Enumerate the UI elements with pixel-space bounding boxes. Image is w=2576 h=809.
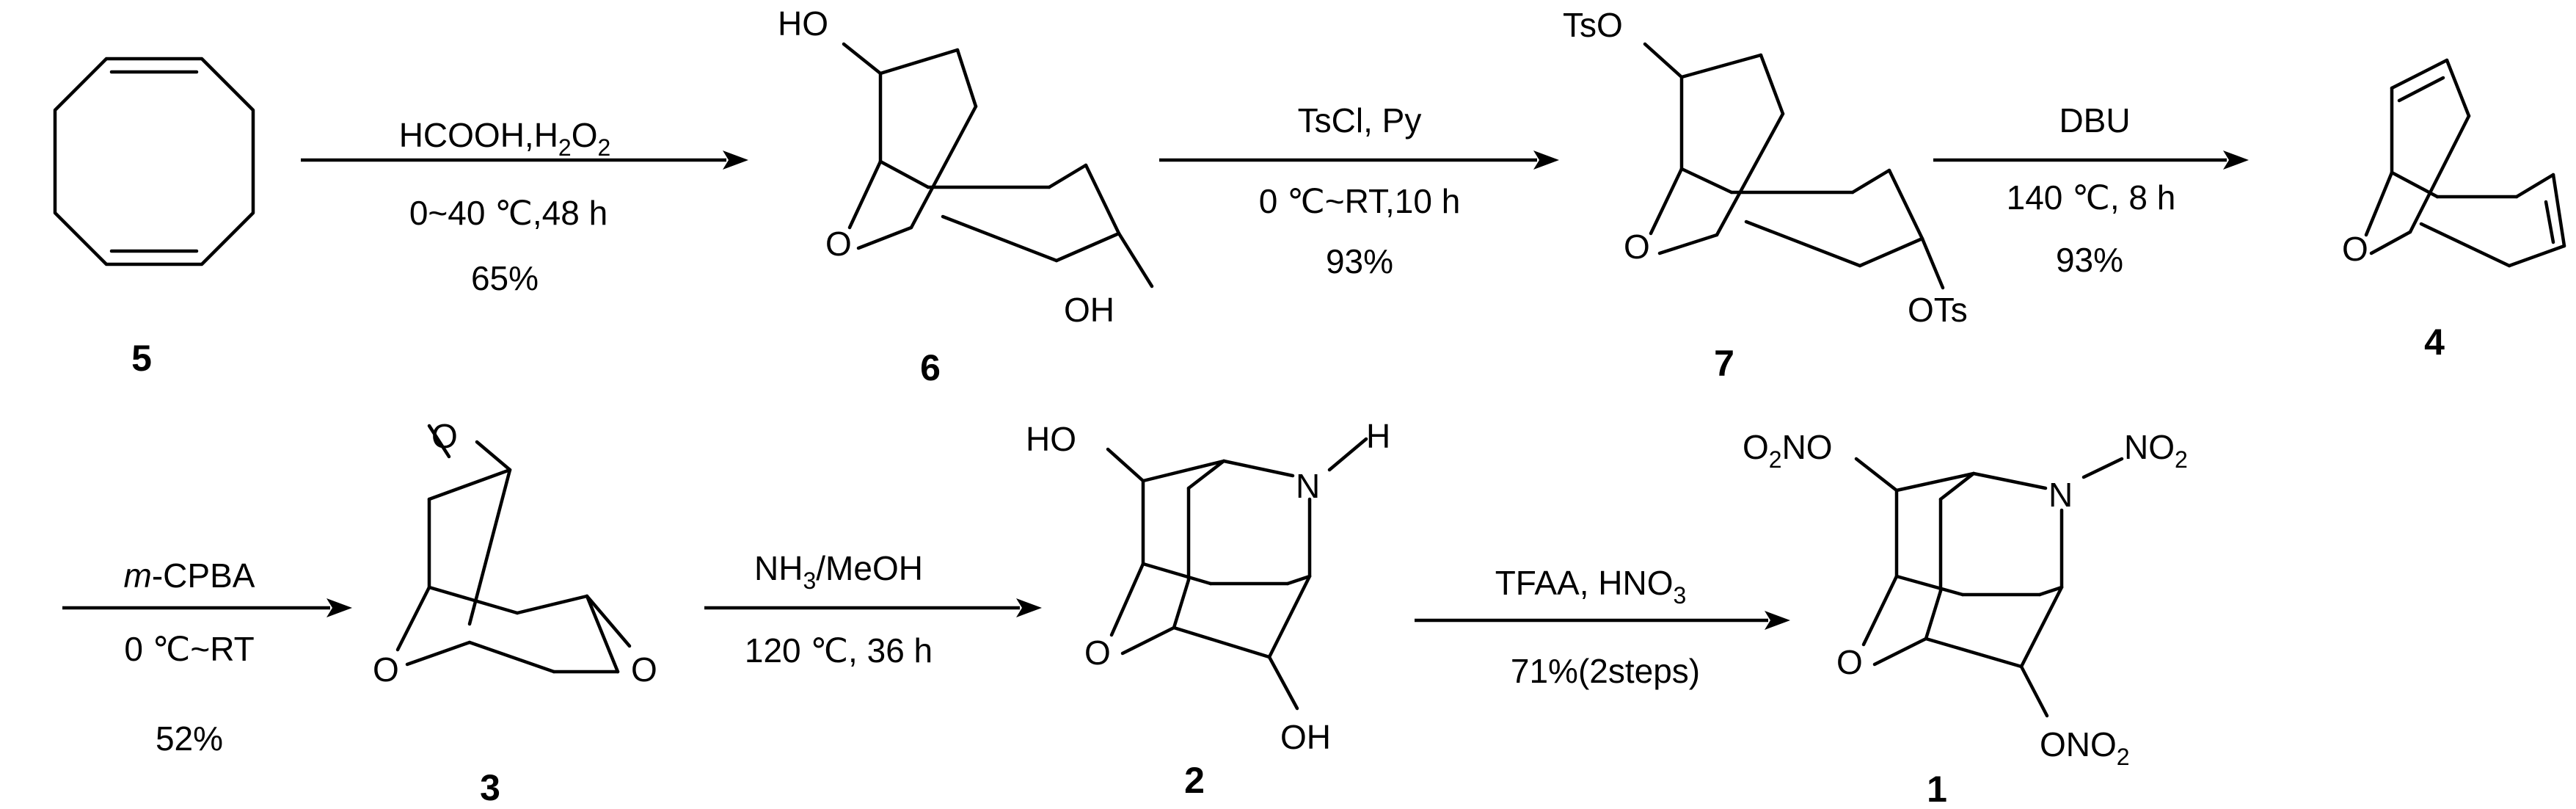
step-2-yield: 93% [1326,242,1393,280]
compound-4-structure [2364,58,2566,268]
compound-2-structure [1106,437,1368,711]
compound-3-o-left: O [373,650,399,689]
compound-3-structure [395,424,632,674]
step-4-conditions: 0 ℃~RT [124,630,254,668]
step-3-yield: 93% [2056,241,2123,279]
step-2-conditions: 0 ℃~RT,10 h [1259,182,1461,220]
compound-2-oh: OH [1280,718,1331,756]
compound-7-structure [1643,42,1945,290]
compound-7-tso: TsO [1563,6,1623,44]
compound-6-o: O [825,225,852,263]
arrow-head-5 [1016,598,1042,617]
compound-2-label: 2 [1184,760,1205,801]
step-3-conditions: 140 ℃, 8 h [2007,178,2176,217]
compound-1-label: 1 [1927,769,1947,809]
arrow-head-3 [2223,150,2249,170]
compound-4-label: 4 [2424,322,2445,363]
step-6-reagents: TFAA, HNO3 [1495,564,1687,609]
compound-1-o: O [1836,643,1863,681]
compound-6-label: 6 [920,347,941,388]
compound-2-ho: HO [1026,420,1076,458]
step-6-conditions: 71%(2steps) [1511,652,1700,690]
step-2-reagents: TsCl, Py [1298,101,1422,139]
compound-4-o: O [2342,230,2368,268]
compound-2-n: N [1296,467,1320,505]
arrow-head-4 [326,598,352,617]
compound-1-no2: NO2 [2124,428,2188,473]
compound-1-ono2: ONO2 [2040,725,2130,770]
step-1-yield: 65% [471,259,539,297]
compound-1-structure [1854,457,2124,718]
compound-6-ho: HO [778,4,828,43]
compound-6-oh: OH [1064,291,1114,329]
compound-1-n: N [2048,476,2073,514]
step-3-reagents: DBU [2059,101,2130,139]
compound-5-label: 5 [131,338,152,379]
step-1-conditions: 0~40 ℃,48 h [409,194,607,232]
arrow-head-6 [1765,611,1790,630]
compound-1-o2no: O2NO [1743,428,1833,473]
compound-5-structure [53,57,255,266]
compound-3-o-top: O [431,417,458,455]
compound-7-label: 7 [1714,343,1734,384]
compound-7-o: O [1624,228,1650,266]
arrow-head-1 [723,150,748,170]
compound-3-o-right: O [631,650,657,689]
step-5-conditions: 120 ℃, 36 h [745,631,933,670]
compound-7-ots: OTs [1908,291,1968,329]
compound-6-structure [842,42,1154,289]
step-1-reagents: HCOOH,H2O2 [399,116,611,161]
compound-2-h: H [1366,417,1390,455]
step-5-reagents: NH3/MeOH [754,549,923,594]
compound-2-o: O [1084,634,1111,672]
arrow-head-2 [1533,150,1559,170]
compound-3-label: 3 [480,767,500,808]
step-4-reagents: m-CPBA [124,556,255,595]
step-4-yield: 52% [156,719,223,758]
